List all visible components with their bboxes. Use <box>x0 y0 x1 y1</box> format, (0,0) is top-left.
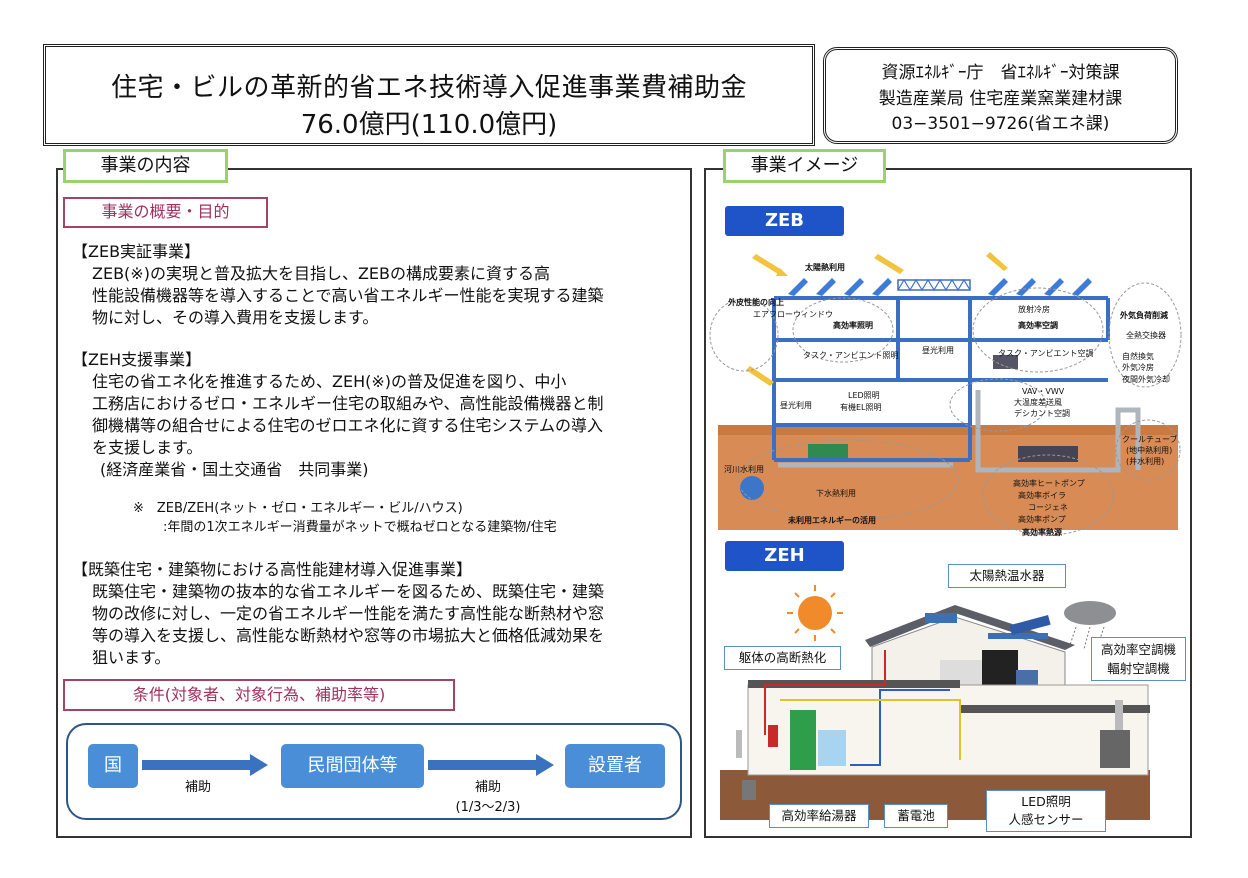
zeb-label-led: LED照明 <box>848 391 880 400</box>
zeb-label-task2: タスク・アンビエント空調 <box>998 348 1094 358</box>
zeh-badge: ZEH <box>725 541 844 571</box>
zeb-label-river: 河川水利用 <box>724 464 764 474</box>
zeh-label-led1: LED照明 <box>1021 794 1071 809</box>
zeb-text-line1: ZEB(※)の実現と普及拡大を目指し、ZEBの構成要素に資する高 <box>92 264 550 283</box>
title-box: 住宅・ビルの革新的省エネ技術導入促進事業費補助金 76.0億円(110.0億円) <box>43 44 815 146</box>
zeh-text-line1: 住宅の省エネ化を推進するため、ZEH(※)の普及促進を図り、中小 <box>92 372 567 391</box>
zeh-label-ac: 高効率空調機 輻射空調機 <box>1091 637 1186 681</box>
existing-text-line4: 狙います。 <box>92 648 171 667</box>
zeb-label-outcool: 外気冷房 <box>1122 362 1154 372</box>
flow-arrow2-label: 補助 <box>474 780 501 795</box>
zeb-label-pump: 高効率ポンプ <box>1018 514 1066 524</box>
zeh-label-led: LED照明 人感センサー <box>986 790 1106 832</box>
battery-icon <box>818 730 846 766</box>
zeh-house-diagram <box>720 585 1150 820</box>
zeb-label-vav: VAV・VWV <box>1022 387 1065 396</box>
solar-heater-icon <box>1009 614 1051 636</box>
zeb-label-natvent: 自然換気 <box>1122 351 1154 361</box>
zeb-building-diagram: 太陽熱利用 外皮性能の向上 エアフローウィンドウ 高効率照明 タスク・アンビエン… <box>709 252 1182 537</box>
zeb-label-solar: 太陽熱利用 <box>804 262 845 272</box>
zeh-text-line4: を支援します。 <box>92 438 203 457</box>
zeb-badge: ZEB <box>725 206 844 236</box>
zeb-label-boiler: 高効率ボイラ <box>1018 490 1066 500</box>
zeb-label-cogen: コージェネ <box>1028 503 1068 512</box>
department-box: 資源ｴﾈﾙｷﾞｰ庁 省ｴﾈﾙｷﾞｰ対策課 製造産業局 住宅産業窯業建材課 03−… <box>823 47 1178 144</box>
business-content-panel <box>56 168 692 838</box>
flow-subsidy-rate: (1/3〜2/3) <box>455 800 521 815</box>
zeb-label-heat-source: 高効率熱源 <box>1022 527 1062 537</box>
flow-node-installer: 設置者 <box>565 744 665 788</box>
zeh-label-ac1: 高効率空調機 <box>1100 642 1176 657</box>
existing-text-line2: 物の改修に対し、一定の省エネルギー性能を満たす高性能な断熱材や窓 <box>92 604 605 623</box>
subsidy-flow-box <box>66 723 682 820</box>
tab-business-content: 事業の内容 <box>63 149 228 183</box>
flow-node-country: 国 <box>88 744 138 788</box>
zeb-label-cool-tube: クールチューブ <box>1122 434 1178 444</box>
zeb-text-line2: 性能設備機器等を導入することで高い省エネルギー性能を実現する建築 <box>92 286 604 305</box>
page-title: 住宅・ビルの革新的省エネ技術導入促進事業費補助金 <box>110 73 747 103</box>
flow-arrow1-label: 補助 <box>184 780 211 795</box>
zeb-label-outside-load: 外気負荷削減 <box>1120 310 1168 320</box>
conditions-heading: 条件(対象者、対象行為、補助率等) <box>63 679 455 711</box>
zeh-section-title: 【ZEH支援事業】 <box>72 350 202 369</box>
zeh-label-insulation: 躯体の高断熱化 <box>724 646 841 670</box>
zeh-label-solar-heater: 太陽熱温水器 <box>948 564 1066 588</box>
water-heater-icon <box>790 710 816 770</box>
flow-arrow-1 <box>142 754 268 776</box>
zeh-text-line3: 御機構等の組合せによる住宅のゼロエネ化に資する住宅システムの導入 <box>92 416 604 435</box>
cloud-icon <box>1064 601 1116 625</box>
zeb-label-bigtemp: 大温度差送風 <box>1014 397 1062 407</box>
department-line1: 資源ｴﾈﾙｷﾞｰ庁 省ｴﾈﾙｷﾞｰ対策課 <box>881 63 1120 83</box>
flow-arrow-2 <box>428 754 554 776</box>
zeh-label-battery: 蓄電池 <box>884 804 948 828</box>
zeb-label-daylight-low: 昼光利用 <box>780 400 812 410</box>
zeb-label-airflow: エアフローウィンドウ <box>753 310 833 319</box>
budget-amount: 76.0億円(110.0億円) <box>300 110 558 140</box>
zeh-text-line2: 工務店におけるゼロ・エネルギー住宅の取組みや、高性能設備機器と制 <box>92 394 604 413</box>
zeb-label-desiccant: デシカント空調 <box>1014 408 1070 418</box>
zeb-label-hi-ac: 高効率空調 <box>1018 320 1058 330</box>
overview-heading: 事業の概要・目的 <box>63 197 268 228</box>
definition-note-line1: ※ ZEB/ZEH(ネット・ゼロ・エネルギー・ビル/ハウス) <box>133 501 463 516</box>
zeh-label-led2: 人感センサー <box>1008 812 1084 827</box>
tab-business-image: 事業イメージ <box>723 149 886 183</box>
zeb-label-unused: 未利用エネルギーの活用 <box>787 515 876 525</box>
zeb-label-geo: (地中熱利用) <box>1126 445 1172 455</box>
zeh-text-line5: (経済産業省・国土交通省 共同事業) <box>100 460 369 479</box>
zeb-label-radiant: 放射冷房 <box>1018 304 1050 314</box>
definition-note-line2: :年間の1次エネルギー消費量がネットで概ねゼロとなる建築物/住宅 <box>163 520 557 535</box>
zeb-label-nightcool: 夜間外気冷却 <box>1122 374 1170 384</box>
existing-text-line3: 等の導入を支援し、高性能な断熱材や窓等の市場拡大と価格低減効果を <box>92 626 605 645</box>
existing-section-title: 【既築住宅・建築物における高性能建材導入促進事業】 <box>72 560 473 579</box>
department-phone: 03−3501−9726(省エネ課) <box>891 114 1110 134</box>
zeb-label-hp: 高効率ヒートポンプ <box>1013 478 1085 488</box>
zeb-label-heat-ex: 全熱交換器 <box>1126 330 1166 340</box>
department-line2: 製造産業局 住宅産業窯業建材課 <box>878 89 1123 109</box>
zeb-label-task1: タスク・アンビエント照明 <box>803 351 899 360</box>
flow-node-private-org: 民間団体等 <box>281 744 424 788</box>
zeb-label-daylight-mid: 昼光利用 <box>922 345 954 355</box>
zeb-label-skin: 外皮性能の向上 <box>728 297 784 307</box>
zeb-section-title: 【ZEB実証事業】 <box>72 242 201 261</box>
zeb-label-well: (井水利用) <box>1126 456 1164 466</box>
zeb-text-line3: 物に対し、その導入費用を支援します。 <box>92 308 379 327</box>
zeh-label-ac2: 輻射空調機 <box>1107 661 1170 676</box>
zeb-label-oel: 有機EL照明 <box>840 402 882 412</box>
sun-icon <box>798 596 832 630</box>
zeh-label-water-heater: 高効率給湯器 <box>769 804 869 828</box>
existing-text-line1: 既築住宅・建築物の抜本的な省エネルギーを図るため、既築住宅・建築 <box>92 582 605 601</box>
zeb-label-sewer: 下水熱利用 <box>816 488 856 498</box>
zeb-label-hi-light: 高効率照明 <box>833 320 873 330</box>
